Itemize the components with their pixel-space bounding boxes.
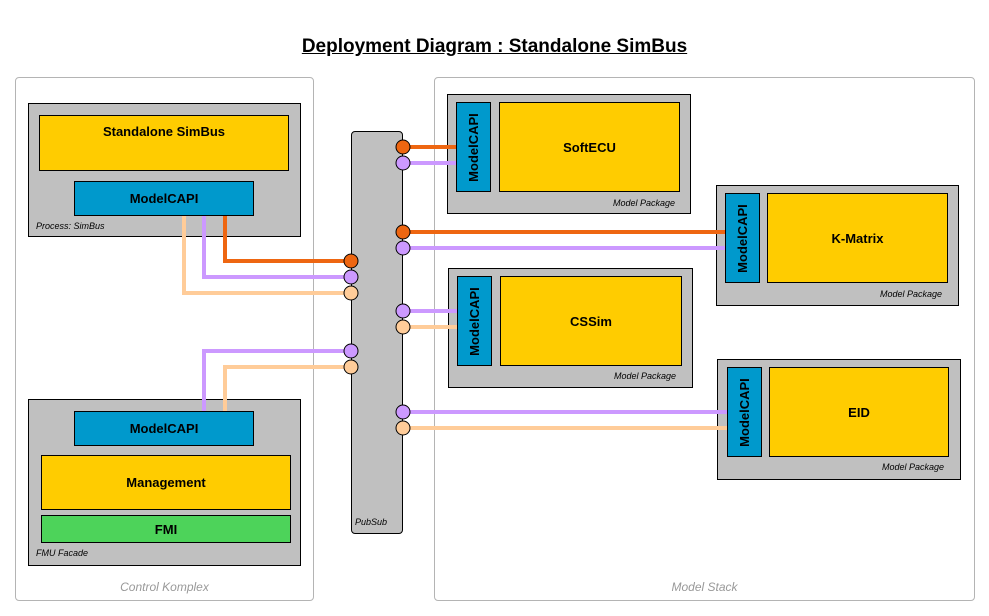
port-right-orange-2 bbox=[395, 224, 411, 240]
port-left-peach-1 bbox=[343, 285, 359, 301]
wire-fmu-peach bbox=[223, 365, 351, 411]
cssim-modelcapi: ModelCAPI bbox=[457, 276, 492, 366]
eid-modelcapi: ModelCAPI bbox=[727, 367, 762, 457]
kmatrix-modelcapi: ModelCAPI bbox=[725, 193, 760, 283]
port-right-peach-2 bbox=[395, 420, 411, 436]
wire-simbus-peach bbox=[182, 216, 351, 295]
port-right-purple-4 bbox=[395, 404, 411, 420]
simbus-modelcapi: ModelCAPI bbox=[74, 181, 254, 216]
diagram-title: Deployment Diagram : Standalone SimBus bbox=[301, 36, 688, 57]
process-simbus-label: Process: SimBus bbox=[36, 221, 105, 231]
softecu-modelcapi: ModelCAPI bbox=[456, 102, 491, 192]
port-left-orange-1 bbox=[343, 253, 359, 269]
fmu-modelcapi: ModelCAPI bbox=[74, 411, 254, 446]
eid-package-label: Model Package bbox=[882, 462, 945, 472]
model-stack-label: Model Stack bbox=[671, 580, 738, 594]
management-component: Management bbox=[41, 455, 291, 510]
control-komplex-label: Control Komplex bbox=[120, 580, 209, 594]
port-left-purple-1 bbox=[343, 269, 359, 285]
softecu-component: SoftECU bbox=[499, 102, 680, 192]
softecu-package-label: Model Package bbox=[613, 198, 676, 208]
fmi-component: FMI bbox=[41, 515, 291, 543]
port-right-purple-2 bbox=[395, 240, 411, 256]
port-right-orange-1 bbox=[395, 139, 411, 155]
wire-simbus-orange bbox=[223, 216, 351, 263]
wire-simbus-purple bbox=[202, 216, 351, 279]
port-right-peach-1 bbox=[395, 319, 411, 335]
kmatrix-component: K-Matrix bbox=[767, 193, 948, 283]
eid-component: EID bbox=[769, 367, 949, 457]
cssim-component: CSSim bbox=[500, 276, 682, 366]
kmatrix-package-label: Model Package bbox=[880, 289, 943, 299]
standalone-simbus-component: Standalone SimBus bbox=[39, 115, 289, 171]
port-left-purple-2 bbox=[343, 343, 359, 359]
cssim-package-label: Model Package bbox=[614, 371, 677, 381]
port-left-peach-2 bbox=[343, 359, 359, 375]
fmu-facade-label: FMU Facade bbox=[36, 548, 89, 558]
pubsub-label: PubSub bbox=[355, 517, 388, 527]
port-right-purple-3 bbox=[395, 303, 411, 319]
port-right-purple-1 bbox=[395, 155, 411, 171]
wire-fmu-purple bbox=[202, 349, 351, 411]
